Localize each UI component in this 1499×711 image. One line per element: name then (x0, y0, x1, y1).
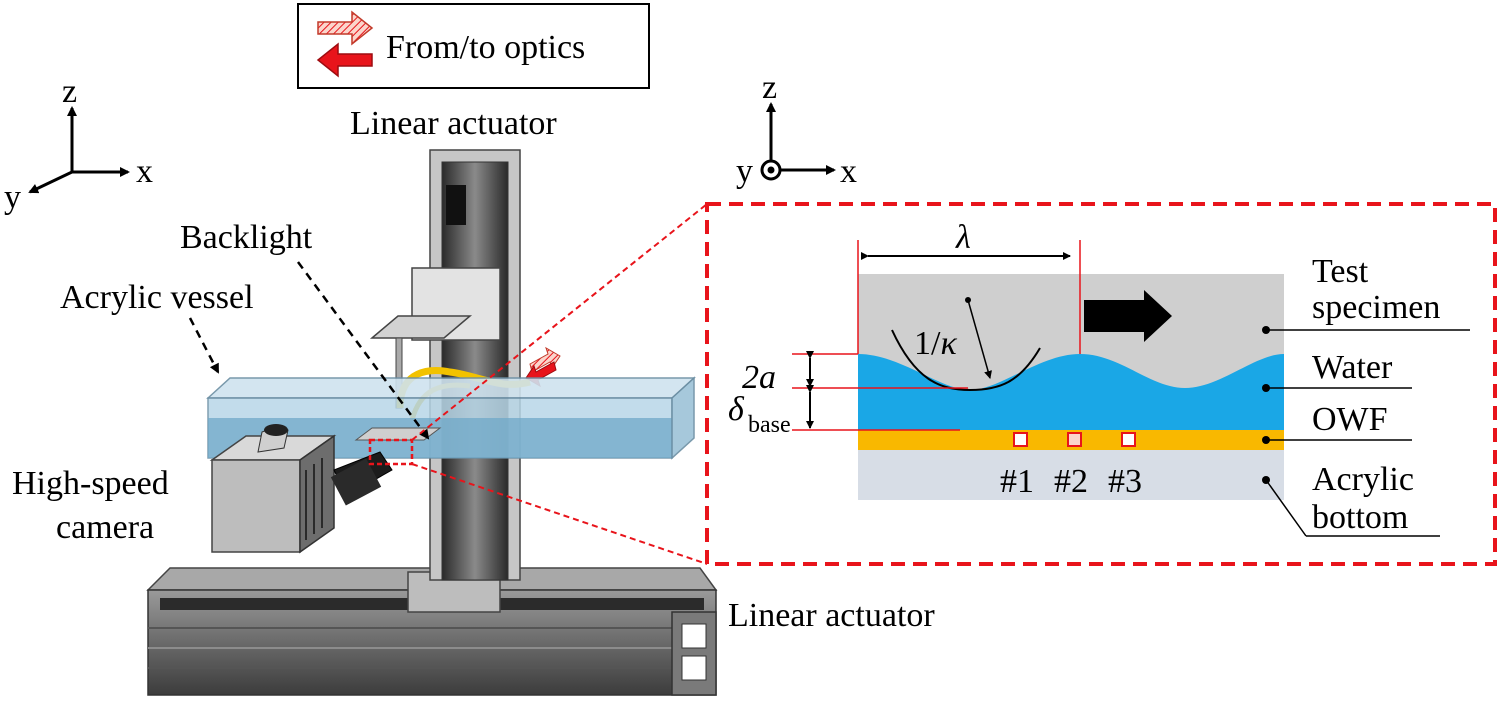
label-test-line1: Test (1312, 253, 1369, 290)
inset-panel: #1 #2 #3 λ 1/κ 2a δ base Test (705, 202, 1497, 566)
label-owf: OWF (1312, 401, 1388, 438)
left-axis-y-label: y (4, 179, 21, 216)
sensor-1-label: #1 (1000, 463, 1034, 500)
label-delta-sub: base (748, 412, 791, 438)
zoom-region-box (368, 438, 414, 466)
bottom-linear-actuator (146, 567, 718, 696)
sensor-3-marker (1121, 432, 1136, 447)
label-linear-actuator-bottom: Linear actuator (728, 597, 935, 634)
left-axis-z-label: z (62, 73, 77, 110)
label-camera-line2: camera (56, 509, 154, 546)
label-water: Water (1312, 349, 1393, 386)
sensor-3-label: #3 (1108, 463, 1142, 500)
kappa: κ (940, 325, 957, 362)
sensor-1-marker (1013, 432, 1028, 447)
from-optics-arrow-icon (316, 42, 373, 78)
backlight-pointer (296, 261, 430, 440)
label-amplitude: 2a (742, 359, 776, 396)
label-backlight: Backlight (180, 219, 313, 256)
right-axis-y-label: y (736, 153, 753, 190)
label-lambda: λ (955, 219, 971, 256)
label-test-line2: specimen (1312, 289, 1440, 326)
water-layer (858, 354, 1284, 430)
left-axis-x-label: x (136, 153, 153, 190)
wave-direction-arrow-icon (1084, 290, 1172, 342)
label-acrylic-line2: bottom (1312, 499, 1408, 536)
legend-label: From/to optics (386, 29, 585, 66)
label-acrylic-line1: Acrylic (1312, 461, 1414, 498)
acrylic-vessel-pointer (188, 317, 220, 374)
label-acrylic-vessel: Acrylic vessel (60, 279, 254, 316)
acrylic-bottom-layer (858, 450, 1284, 500)
legend-box: From/to optics (297, 3, 650, 89)
right-axis-z-label: z (762, 69, 777, 106)
label-linear-actuator-top: Linear actuator (350, 105, 557, 142)
label-curvature: 1/κ (914, 325, 957, 362)
sensor-2-marker (1067, 432, 1082, 447)
right-axis-x-label: x (840, 153, 857, 190)
label-delta: δ (728, 391, 745, 428)
specimen-plate (354, 427, 442, 441)
sensor-2-label: #2 (1054, 463, 1088, 500)
vertical-linear-actuator (369, 149, 521, 581)
label-camera-line1: High-speed (12, 465, 169, 502)
to-optics-arrow-icon (317, 10, 374, 46)
right-axes: z x y (736, 69, 857, 190)
left-axes: z x y (4, 73, 153, 216)
